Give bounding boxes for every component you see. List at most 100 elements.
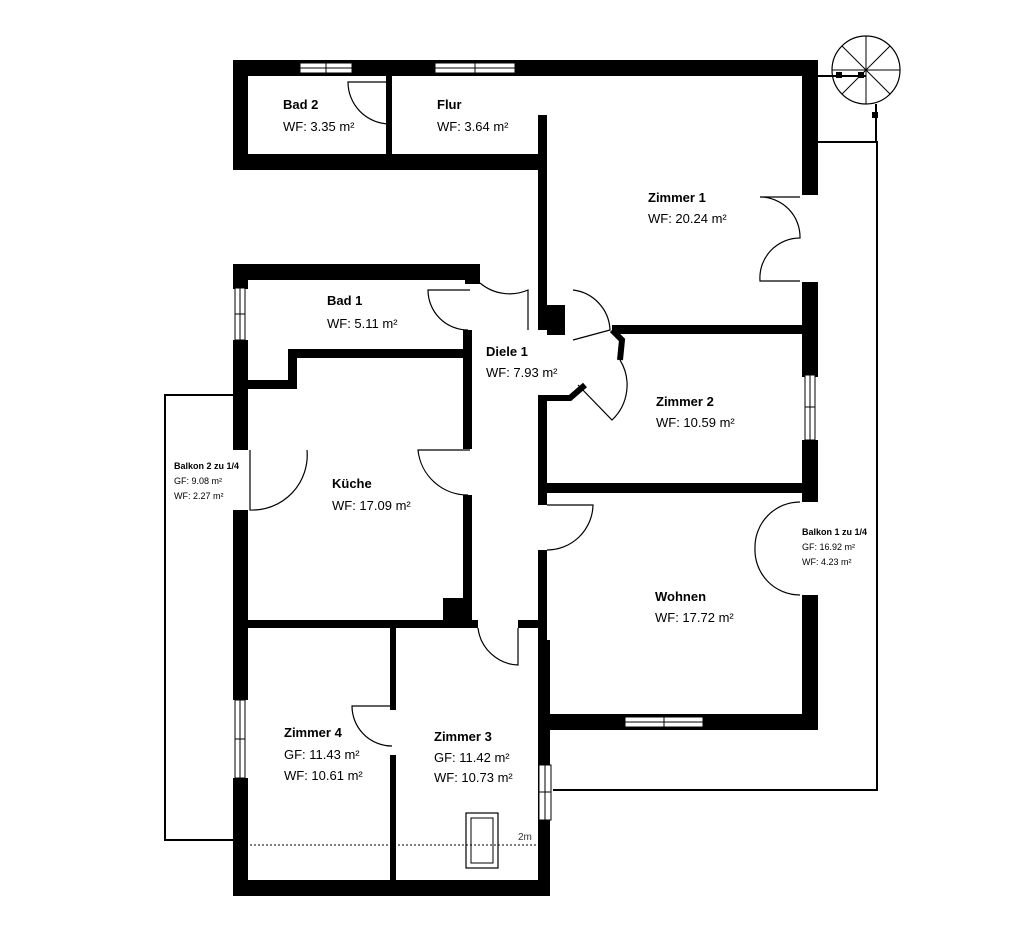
room-name: Zimmer 3 xyxy=(434,729,492,744)
room-name: Zimmer 1 xyxy=(648,190,706,205)
door-kueche xyxy=(417,449,470,496)
balcony-balkon2: Balkon 2 zu 1/4 GF: 9.08 m² WF: 2.27 m² xyxy=(174,461,239,501)
wall-z4-z3-top xyxy=(390,625,396,710)
room-kueche: Küche WF: 17.09 m² xyxy=(332,476,411,513)
balcony-name: Balkon 2 zu 1/4 xyxy=(174,461,239,471)
door-wohnen-balkon xyxy=(754,501,801,596)
wall-bad1-step-bottom xyxy=(248,380,296,389)
room-gf: GF: 11.42 m² xyxy=(434,750,510,765)
wall-bad1-corner xyxy=(465,264,480,284)
wall-kueche-east-top xyxy=(463,349,472,449)
room-area: WF: 17.09 m² xyxy=(332,498,411,513)
room-gf: GF: 11.43 m² xyxy=(284,747,360,762)
room-area: WF: 10.59 m² xyxy=(656,415,735,430)
wall-column xyxy=(547,305,565,335)
wall-west-zimmer4 xyxy=(233,778,248,896)
room-area: WF: 3.64 m² xyxy=(437,119,509,134)
door-zimmer3-diele xyxy=(477,627,519,666)
window-zimmer4 xyxy=(234,699,246,779)
wall-east-zimmer1-top xyxy=(802,60,818,195)
room-zimmer3: Zimmer 3 GF: 11.42 m² WF: 10.73 m² xyxy=(434,729,513,785)
wall-north xyxy=(233,60,818,76)
windows xyxy=(234,62,816,821)
balcony-name: Balkon 1 zu 1/4 xyxy=(802,527,867,537)
wall-bad1-kueche xyxy=(290,349,472,358)
door-balkon2 xyxy=(249,449,308,511)
height-line-label: 2m xyxy=(518,832,532,843)
door-zimmer2 xyxy=(577,359,628,421)
wall-north-bad1 xyxy=(233,264,480,280)
window-bad1 xyxy=(234,287,246,341)
window-flur xyxy=(434,62,516,74)
wall-east-wohnen xyxy=(802,595,818,730)
wall-west-bad1-b xyxy=(233,340,248,450)
room-flur: Flur WF: 3.64 m² xyxy=(437,97,509,134)
window-wohnen xyxy=(624,716,704,728)
room-area: WF: 5.11 m² xyxy=(327,316,398,331)
door-bad2 xyxy=(347,81,391,125)
window-zimmer2 xyxy=(804,374,816,441)
wall-west-bad1-a xyxy=(233,264,248,289)
wall-bad1-step xyxy=(288,349,297,389)
doors xyxy=(249,81,801,747)
room-name: Bad 2 xyxy=(283,97,318,112)
wall-bad2-flur xyxy=(386,76,392,156)
door-diele-flur xyxy=(479,282,529,330)
wall-diele-east xyxy=(538,395,547,505)
balcony-gf: GF: 9.08 m² xyxy=(174,476,222,486)
room-zimmer2: Zimmer 2 WF: 10.59 m² xyxy=(656,394,735,430)
wall-diele-east-low xyxy=(538,550,547,640)
wall-west-bad2 xyxy=(233,60,248,170)
door-zimmer1-balkon xyxy=(759,196,801,282)
room-name: Diele 1 xyxy=(486,344,528,359)
wall-east-zimmer2 xyxy=(802,440,818,502)
balcony-outlines xyxy=(164,141,878,841)
door-wohnen xyxy=(546,504,594,551)
room-name: Küche xyxy=(332,476,372,491)
wall-z4-z3-low xyxy=(390,755,396,885)
wall-south-flur xyxy=(233,154,547,170)
wall-flur-east xyxy=(538,115,547,330)
wall-west-kueche xyxy=(233,510,248,700)
room-area: WF: 17.72 m² xyxy=(655,610,734,625)
wall-south-bottom xyxy=(233,880,550,896)
wall-bad1-east xyxy=(463,330,472,358)
wall-zimmer2-door-jamb xyxy=(547,382,587,401)
room-name: Bad 1 xyxy=(327,293,362,308)
room-area: WF: 10.73 m² xyxy=(434,770,513,785)
wall-south-diele-stub xyxy=(518,620,543,628)
balcony-balkon1: Balkon 1 zu 1/4 GF: 16.92 m² WF: 4.23 m² xyxy=(802,527,867,567)
balkon-2-outline xyxy=(164,394,234,841)
room-area: WF: 3.35 m² xyxy=(283,119,355,134)
window-bad2 xyxy=(299,62,353,74)
room-name: Zimmer 4 xyxy=(284,725,343,740)
spiral-staircase xyxy=(818,35,901,142)
room-name: Flur xyxy=(437,97,462,112)
door-bad1 xyxy=(427,289,470,331)
wall-kueche-east-low xyxy=(463,495,472,625)
room-zimmer1: Zimmer 1 WF: 20.24 m² xyxy=(648,190,727,226)
room-labels: Bad 2 WF: 3.35 m² Flur WF: 3.64 m² Zimme… xyxy=(283,97,735,785)
balcony-gf: GF: 16.92 m² xyxy=(802,542,855,552)
room-bad2: Bad 2 WF: 3.35 m² xyxy=(283,97,355,134)
door-zimmer4 xyxy=(351,705,393,747)
room-wohnen: Wohnen WF: 17.72 m² xyxy=(655,589,734,625)
wall-zimmer1-zimmer2 xyxy=(612,325,804,334)
window-zimmer3 xyxy=(538,764,552,821)
balcony-wf: WF: 4.23 m² xyxy=(802,557,852,567)
balcony-wf: WF: 2.27 m² xyxy=(174,491,224,501)
room-area: WF: 20.24 m² xyxy=(648,211,727,226)
wall-zimmer2-jamb-top xyxy=(609,327,626,361)
wall-east-zimmer1-low xyxy=(802,282,818,377)
door-zimmer1 xyxy=(572,289,611,341)
room-diele1: Diele 1 WF: 7.93 m² xyxy=(486,344,558,380)
wall-south-kueche xyxy=(248,620,478,628)
room-zimmer4: Zimmer 4 GF: 11.43 m² WF: 10.61 m² xyxy=(284,725,363,783)
balkon-1-outline xyxy=(553,141,878,791)
room-area: WF: 10.61 m² xyxy=(284,768,363,783)
wall-zimmer2-wohnen xyxy=(540,483,804,493)
room-name: Zimmer 2 xyxy=(656,394,714,409)
zimmer3-fixtures: 2m xyxy=(250,812,536,869)
room-bad1: Bad 1 WF: 5.11 m² xyxy=(327,293,398,331)
